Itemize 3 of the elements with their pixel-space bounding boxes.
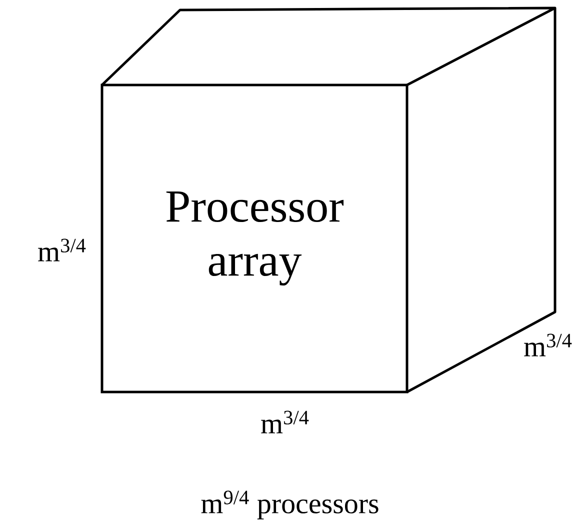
caption: m$^{9/4}$ processors (201, 490, 378, 520)
cube-front-face: Processor array (100, 84, 408, 394)
dimension-label: m$^{3/4}$ (524, 334, 572, 356)
